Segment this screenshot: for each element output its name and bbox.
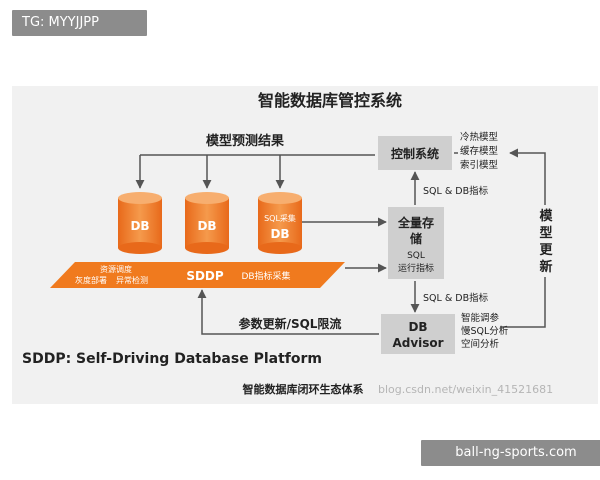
storage-sub-2: 运行指标 bbox=[398, 262, 434, 274]
model-item-1: 冷热模型 bbox=[460, 131, 499, 143]
model-update-char-4: 新 bbox=[539, 259, 552, 275]
watermark-bottom: ball-ng-sports.com bbox=[421, 440, 600, 466]
advisor-feature-3: 空间分析 bbox=[461, 338, 500, 350]
storage-title-2: 储 bbox=[410, 231, 422, 246]
model-result-label: 模型预测结果 bbox=[206, 133, 284, 149]
diagram-title: 智能数据库管控系统 bbox=[258, 91, 402, 110]
advisor-feature-1: 智能调参 bbox=[461, 312, 500, 324]
db-label-3: DB bbox=[270, 227, 289, 241]
db-label-1: DB bbox=[130, 219, 149, 233]
diagram-caption: 智能数据库闭环生态体系 bbox=[243, 382, 364, 396]
diagram-panel bbox=[12, 86, 598, 404]
db-advisor-box bbox=[381, 314, 455, 354]
model-item-2: 缓存模型 bbox=[460, 145, 499, 157]
anomaly-detect-label: 异常检测 bbox=[116, 275, 148, 285]
model-update-char-2: 型 bbox=[539, 225, 552, 241]
full-storage-box bbox=[388, 207, 444, 279]
sddp-label: SDDP bbox=[186, 269, 224, 283]
model-update-char-3: 更 bbox=[539, 243, 553, 258]
db-advisor-line-1: DB bbox=[408, 320, 427, 334]
sql-db-metrics-label-1: SQL & DB指标 bbox=[423, 185, 489, 197]
url-watermark: blog.csdn.net/weixin_41521681 bbox=[378, 383, 553, 396]
sql-collect-label: SQL采集 bbox=[264, 213, 296, 223]
db-cylinder-1: DB bbox=[118, 192, 162, 254]
model-item-3: 索引模型 bbox=[460, 159, 499, 171]
storage-sub-1: SQL bbox=[407, 251, 425, 261]
db-metric-collect-label: DB指标采集 bbox=[241, 270, 290, 282]
sddp-platform bbox=[50, 262, 345, 288]
resource-schedule-label: 资源调度 bbox=[100, 264, 132, 274]
control-system-box bbox=[378, 136, 452, 170]
watermark-top: TG: MYYJJPP bbox=[12, 10, 147, 36]
storage-title-1: 全量存 bbox=[397, 215, 434, 230]
db-label-2: DB bbox=[197, 219, 216, 233]
advisor-feature-2: 慢SQL分析 bbox=[461, 325, 509, 337]
sql-db-metrics-label-2: SQL & DB指标 bbox=[423, 292, 489, 304]
db-cylinder-3: SQL采集 DB bbox=[258, 192, 302, 254]
sddp-full-name: SDDP: Self-Driving Database Platform bbox=[22, 351, 322, 367]
db-advisor-line-2: Advisor bbox=[392, 336, 443, 350]
param-update-label: 参数更新/SQL限流 bbox=[239, 316, 342, 331]
db-cylinder-2: DB bbox=[185, 192, 229, 254]
gray-deploy-label: 灰度部署 bbox=[75, 275, 107, 285]
model-update-char-1: 模 bbox=[539, 208, 553, 224]
control-system-label: 控制系统 bbox=[391, 146, 439, 161]
param-update-line bbox=[197, 289, 379, 335]
